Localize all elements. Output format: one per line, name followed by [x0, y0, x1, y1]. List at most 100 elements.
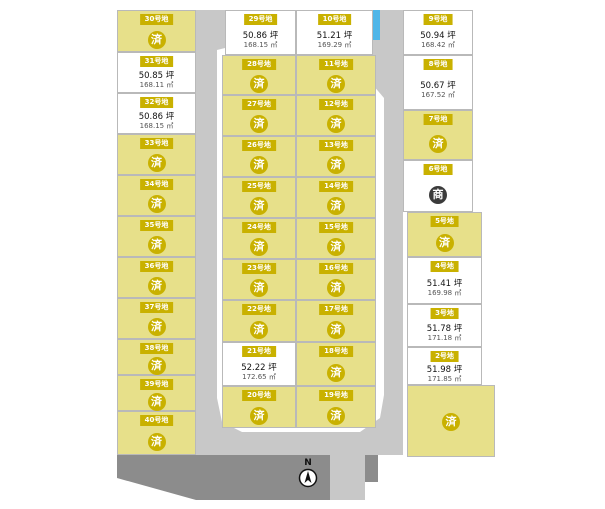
lot-26[interactable]: 26号地済	[222, 136, 296, 177]
north-letter: N	[304, 458, 312, 468]
lot-number-tag: 5号地	[430, 216, 459, 227]
lot-area-tsubo: 52.22 坪	[241, 363, 277, 373]
lot-23[interactable]: 23号地済	[222, 259, 296, 300]
sold-badge: 済	[250, 115, 268, 133]
lot-number-tag: 18号地	[319, 346, 353, 357]
lot-number-tag: 21号地	[242, 346, 276, 357]
sold-badge: 済	[250, 407, 268, 425]
lot-38[interactable]: 38号地済	[117, 339, 196, 375]
lot-area-m2: 169.29 ㎡	[317, 41, 352, 49]
lot-area-tsubo: 50.67 坪	[420, 81, 456, 91]
sold-badge: 済	[327, 197, 345, 215]
lot-number-tag: 28号地	[242, 59, 276, 70]
lot-28[interactable]: 28号地済	[222, 55, 296, 95]
lot-number-tag: 26号地	[242, 140, 276, 151]
lot-18[interactable]: 18号地済	[296, 342, 376, 386]
sold-badge: 済	[250, 238, 268, 256]
lot-13[interactable]: 13号地済	[296, 136, 376, 177]
lot-25[interactable]: 25号地済	[222, 177, 296, 218]
lot-number-tag: 3号地	[430, 308, 459, 319]
lot-number-tag: 33号地	[139, 138, 174, 149]
lot-6[interactable]: 6号地商	[403, 160, 473, 212]
lot-number-tag: 27号地	[242, 99, 276, 110]
lot-12[interactable]: 12号地済	[296, 95, 376, 136]
lot-35[interactable]: 35号地済	[117, 216, 196, 257]
lot-1[interactable]: 済	[407, 385, 495, 457]
sold-badge: 済	[147, 195, 166, 213]
lot-34[interactable]: 34号地済	[117, 175, 196, 216]
lot-area-m2: 172.65 ㎡	[242, 373, 276, 381]
sold-badge: 済	[327, 364, 345, 382]
sold-badge: 済	[250, 156, 268, 174]
sold-badge: 済	[147, 318, 166, 336]
lot-number-tag: 13号地	[319, 140, 353, 151]
lot-5[interactable]: 5号地済	[407, 212, 482, 257]
lot-37[interactable]: 37号地済	[117, 298, 196, 339]
sold-badge: 済	[250, 75, 268, 93]
lot-area-tsubo: 50.86 坪	[138, 112, 175, 122]
lot-20[interactable]: 20号地済	[222, 386, 296, 428]
lot-number-tag: 2号地	[430, 351, 459, 362]
lot-22[interactable]: 22号地済	[222, 300, 296, 342]
lot-33[interactable]: 33号地済	[117, 134, 196, 175]
lot-number-tag: 10号地	[317, 14, 352, 25]
lot-area-tsubo: 50.85 坪	[138, 71, 175, 81]
lot-27[interactable]: 27号地済	[222, 95, 296, 136]
lot-area-m2: 167.52 ㎡	[421, 91, 455, 99]
lot-area-tsubo: 51.98 坪	[426, 365, 463, 375]
sold-badge: 済	[147, 236, 166, 254]
lot-40[interactable]: 40号地済	[117, 411, 196, 455]
lot-number-tag: 24号地	[242, 222, 276, 233]
lot-30[interactable]: 30号地済	[117, 10, 196, 52]
lot-area-tsubo: 51.21 坪	[316, 31, 353, 41]
lot-number-tag: 19号地	[319, 390, 353, 401]
lot-number-tag: 32号地	[139, 97, 174, 108]
sold-badge: 済	[250, 321, 268, 339]
lot-number-tag: 25号地	[242, 181, 276, 192]
lot-number-tag: 8号地	[423, 59, 453, 70]
sold-badge: 済	[327, 156, 345, 174]
lot-19[interactable]: 19号地済	[296, 386, 376, 428]
sold-badge: 済	[250, 197, 268, 215]
lot-16[interactable]: 16号地済	[296, 259, 376, 300]
lot-number-tag: 22号地	[242, 304, 276, 315]
lot-11[interactable]: 11号地済	[296, 55, 376, 95]
sold-badge: 済	[442, 413, 460, 431]
lot-36[interactable]: 36号地済	[117, 257, 196, 298]
lot-17[interactable]: 17号地済	[296, 300, 376, 342]
sold-badge: 済	[327, 279, 345, 297]
lot-area-tsubo: 51.78 坪	[426, 324, 463, 334]
lot-number-tag: 15号地	[319, 222, 353, 233]
lot-number-tag: 14号地	[319, 181, 353, 192]
lot-number-tag: 39号地	[139, 379, 174, 390]
lot-39[interactable]: 39号地済	[117, 375, 196, 411]
lot-15[interactable]: 15号地済	[296, 218, 376, 259]
lot-number-tag: 35号地	[139, 220, 174, 231]
lot-area-m2: 168.15 ㎡	[139, 122, 174, 130]
sold-badge: 済	[147, 154, 166, 172]
lower-dark-strip	[365, 455, 378, 482]
lot-area-m2: 169.98 ㎡	[427, 289, 462, 297]
lot-number-tag: 9号地	[423, 14, 453, 25]
sold-badge: 済	[327, 75, 345, 93]
lot-7[interactable]: 7号地済	[403, 110, 473, 160]
lot-area-tsubo: 50.94 坪	[420, 31, 456, 41]
lot-number-tag: 6号地	[423, 164, 453, 175]
lot-number-tag: 23号地	[242, 263, 276, 274]
lot-24[interactable]: 24号地済	[222, 218, 296, 259]
lot-14[interactable]: 14号地済	[296, 177, 376, 218]
lot-area-m2: 168.15 ㎡	[243, 41, 278, 49]
sold-badge: 済	[327, 321, 345, 339]
lot-number-tag: 17号地	[319, 304, 353, 315]
